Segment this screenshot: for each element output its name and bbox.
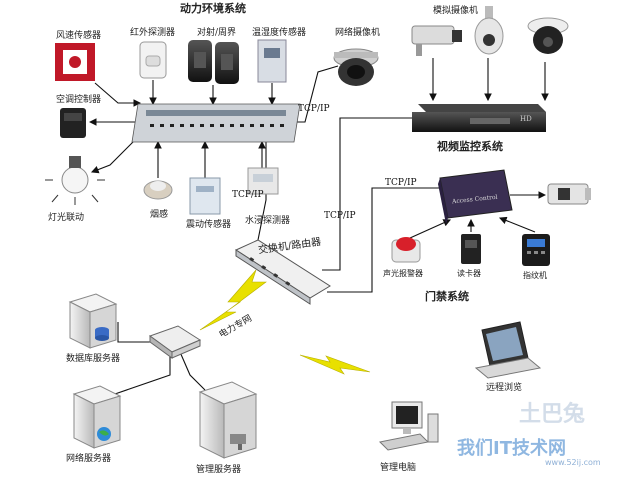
dvr-recorder-icon <box>412 104 546 132</box>
management-pc-label: 管理电脑 <box>380 463 417 473</box>
management-server-label: 管理服务器 <box>196 465 242 475</box>
access-control-panel-icon <box>438 169 513 224</box>
network-camera-label: 网络摄像机 <box>335 28 381 38</box>
card-reader-label: 读卡器 <box>457 269 481 278</box>
watermark-top-text: 土巴兔 <box>519 402 586 427</box>
ir-detector-label: 红外探测器 <box>130 28 176 38</box>
database-server-icon <box>68 293 118 349</box>
database-server-label: 数据库服务器 <box>66 354 121 364</box>
ir-detector-icon <box>139 41 167 79</box>
light-bulb-icon <box>45 156 105 205</box>
fingerprint-reader-icon <box>522 234 550 266</box>
vibration-label: 震动传感器 <box>186 220 232 230</box>
switch-router-icon <box>234 239 331 305</box>
power-environment-system-title: 动力环境系统 <box>180 2 246 15</box>
alarm-label: 声光报警器 <box>383 269 423 278</box>
management-server-icon <box>198 381 258 459</box>
analog-camera-label: 模拟摄像机 <box>433 6 479 16</box>
desktop-pc-icon <box>378 401 439 451</box>
ac-controller-label: 空调控制器 <box>56 95 102 105</box>
watermark-main-text: 我们IT技术网 <box>457 438 566 459</box>
vibration-sensor-icon <box>189 177 221 215</box>
ac-controller-icon <box>60 108 86 138</box>
water-leak-detector-icon <box>247 167 279 195</box>
lan-router-icon <box>148 325 202 359</box>
protocol-label: TCP/IP <box>385 178 417 188</box>
fingerprint-label: 指纹机 <box>523 271 547 280</box>
ceiling-dome-camera-icon <box>527 17 569 54</box>
laptop-icon <box>474 321 542 379</box>
smoke-detector-icon <box>143 180 173 200</box>
alarm-siren-icon <box>391 237 421 263</box>
box-camera-icon <box>411 25 462 56</box>
watermark-url-text: www.52ij.com <box>545 458 601 467</box>
temp-humidity-label: 温湿度传感器 <box>252 28 307 38</box>
water-leak-label: 水浸探测器 <box>245 216 291 226</box>
dvr-text: HD <box>520 115 532 123</box>
beam-detector-icon <box>188 40 239 84</box>
web-server-label: 网络服务器 <box>66 454 112 464</box>
web-server-icon <box>72 385 122 449</box>
dome-camera-icon <box>474 6 504 55</box>
beam-label: 对射/周界 <box>197 28 237 38</box>
smoke-label: 烟感 <box>150 210 169 220</box>
access-control-system-title: 门禁系统 <box>425 290 469 303</box>
light-link-label: 灯光联动 <box>48 213 85 223</box>
right-camera-icon <box>547 183 591 205</box>
environment-controller <box>131 103 301 143</box>
network-camera-icon <box>333 48 379 86</box>
remote-browse-label: 远程浏览 <box>486 383 523 393</box>
video-monitoring-system-title: 视频监控系统 <box>437 140 503 153</box>
wireless-bolt-icon <box>299 354 371 375</box>
temp-humidity-sensor-icon <box>257 39 287 83</box>
protocol-label: TCP/IP <box>298 104 330 114</box>
wire-group <box>88 58 549 396</box>
card-reader-icon <box>461 234 481 264</box>
protocol-label: TCP/IP <box>324 211 356 221</box>
wind-sensor-icon <box>55 43 95 81</box>
wind-sensor-label: 风速传感器 <box>56 31 102 41</box>
protocol-label: TCP/IP <box>232 190 264 200</box>
wireless-bolt-icon <box>199 269 267 331</box>
watermark: 土巴兔 我们IT技术网 www.52ij.com <box>457 394 632 474</box>
